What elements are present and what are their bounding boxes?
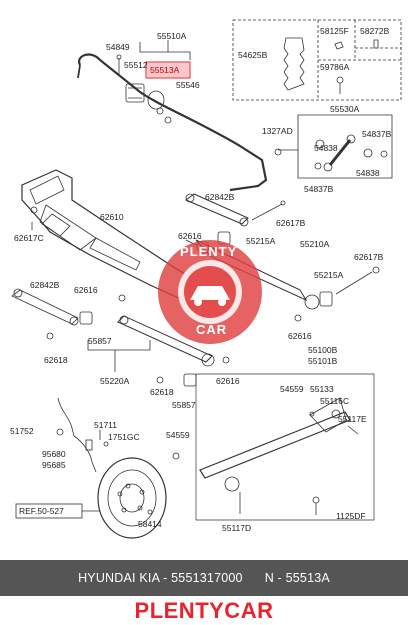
watermark-seal-icon — [158, 240, 262, 344]
label-62610: 62610 — [100, 212, 124, 222]
label-58414: 58414 — [138, 519, 162, 529]
label-55530a: 55530A — [330, 104, 360, 114]
label-55116c: 55116C — [320, 396, 350, 406]
label-95685: 95685 — [42, 460, 66, 470]
brake-disc-icon — [97, 457, 167, 539]
label-55510a: 55510A — [157, 31, 187, 41]
label-62616-c: 62616 — [288, 331, 312, 341]
bushing-icon — [125, 83, 145, 103]
diagram-drawing — [11, 19, 402, 539]
label-55512: 55512 — [124, 60, 148, 70]
label-62842b-left: 62842B — [30, 280, 60, 290]
label-62616-a: 62616 — [178, 231, 202, 241]
label-62618-b: 62618 — [150, 387, 174, 397]
label-62842b-top: 62842B — [205, 192, 235, 202]
label-55117e: 55117E — [338, 414, 367, 424]
label-55857-b: 55857 — [172, 400, 196, 410]
label-55513a-highlighted: 55513A — [150, 65, 180, 75]
label-62617c: 62617C — [14, 233, 44, 243]
watermark-bottom-text: CAR — [196, 322, 228, 337]
abs-wire — [57, 397, 97, 473]
label-54849: 54849 — [106, 42, 130, 52]
label-54837b-bottom: 54837B — [304, 184, 334, 194]
label-51752: 51752 — [10, 426, 34, 436]
label-59786a: 59786A — [320, 62, 350, 72]
part-number-bar: HYUNDAI KIA - 5551317000 N - 55513A — [0, 560, 408, 596]
label-95680: 95680 — [42, 449, 66, 459]
label-55210a: 55210A — [300, 239, 330, 249]
torsion-beam — [199, 411, 351, 479]
label-55220a: 55220A — [100, 376, 130, 386]
label-55215a-b: 55215A — [314, 270, 344, 280]
clip-icon — [334, 41, 344, 50]
label-51711: 51711 — [94, 420, 118, 430]
label-54838-mid: 54838 — [314, 143, 338, 153]
oem-part-number: HYUNDAI KIA - 5551317000 — [78, 571, 243, 585]
label-58125f: 58125F — [320, 26, 349, 36]
label-62617b-right: 62617B — [354, 252, 384, 262]
label-54559-b: 54559 — [166, 430, 190, 440]
parts-diagram: PLENTY CAR 55510A 54849 55512 55513A 555… — [10, 19, 402, 539]
highlight-box — [145, 61, 191, 79]
label-54838-bottom: 54838 — [356, 168, 380, 178]
label-62616-d: 62616 — [216, 376, 240, 386]
label-62617b-top: 62617B — [276, 218, 306, 228]
diagram-reference-number: N - 55513A — [264, 571, 330, 585]
label-1125df: 1125DF — [336, 511, 366, 521]
label-54837b-top: 54837B — [362, 129, 392, 139]
label-54625b: 54625B — [238, 50, 268, 60]
watermark-top-text: PLENTY — [180, 244, 238, 259]
label-1751gc: 1751GC — [108, 432, 140, 442]
label-1327ad: 1327AD — [262, 126, 293, 136]
label-55546: 55546 — [176, 80, 200, 90]
label-62618-a: 62618 — [44, 355, 68, 365]
dust-boot-icon — [283, 37, 305, 91]
label-55101b: 55101B — [308, 356, 338, 366]
label-55215a-a: 55215A — [246, 236, 276, 246]
stabilizer-bar — [78, 53, 268, 192]
label-54559-a: 54559 — [280, 384, 304, 394]
label-58272b: 58272B — [360, 26, 390, 36]
label-55133: 55133 — [310, 384, 334, 394]
brand-name: PLENTYCAR — [134, 597, 274, 623]
label-55117d: 55117D — [222, 523, 252, 533]
label-55100b: 55100B — [308, 345, 338, 355]
label-ref-50-527: REF.50-527 — [19, 506, 64, 516]
label-62616-b: 62616 — [74, 285, 98, 295]
label-55857-a: 55857 — [88, 336, 112, 346]
